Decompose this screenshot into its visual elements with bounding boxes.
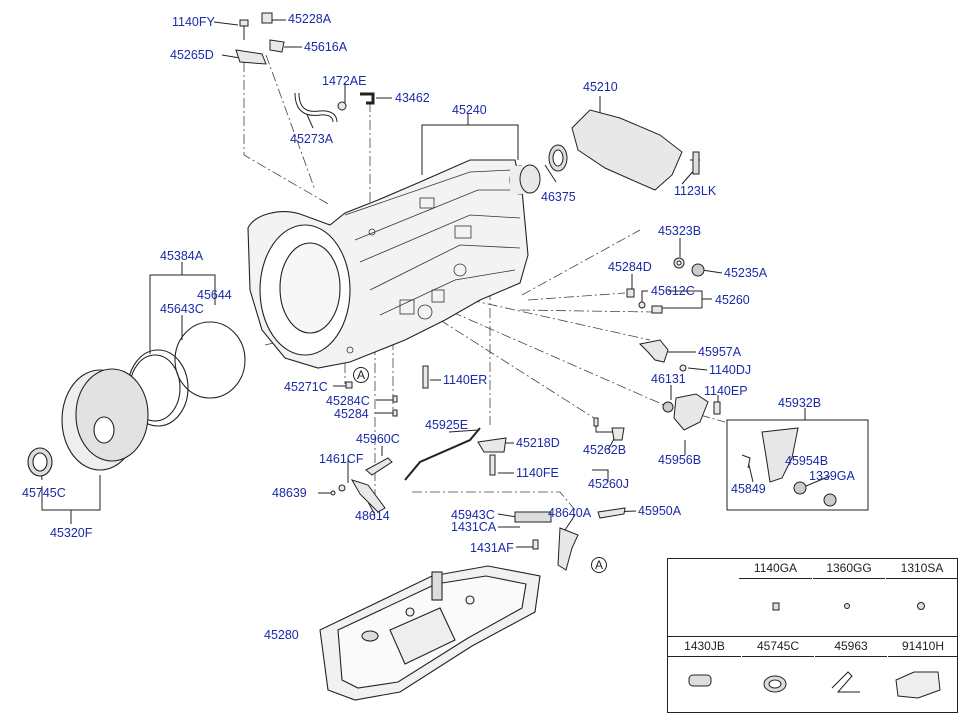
callout-45925E[interactable]: 45925E — [425, 418, 469, 432]
legend-part-number: 1140GA — [739, 559, 812, 579]
callout-45320F[interactable]: 45320F — [50, 526, 93, 540]
legend-part-number: 91410H — [888, 637, 958, 657]
legend-top-row: 1140GA 1360GG 1310SA — [738, 559, 958, 637]
reference-mark-a-lower: A — [591, 557, 607, 573]
callout-45284[interactable]: 45284 — [334, 407, 369, 421]
callout-45960C[interactable]: 45960C — [356, 432, 400, 446]
callout-45616A[interactable]: 45616A — [304, 40, 348, 54]
callout-1140FE[interactable]: 1140FE — [516, 466, 559, 480]
callout-45240[interactable]: 45240 — [452, 103, 487, 117]
callout-1123LK[interactable]: 1123LK — [674, 184, 717, 198]
standard-parts-legend: 1140GA 1360GG 1310SA 1430JB 45745C 45963… — [667, 558, 958, 713]
callout-45210[interactable]: 45210 — [583, 80, 618, 94]
callout-45260J[interactable]: 45260J — [588, 477, 630, 491]
callout-1339GA[interactable]: 1339GA — [809, 469, 855, 483]
callout-45228A[interactable]: 45228A — [288, 12, 332, 26]
callout-45950A[interactable]: 45950A — [638, 504, 682, 518]
reference-mark-a-upper: A — [353, 367, 369, 383]
bracket-group-box — [726, 419, 869, 511]
bushing-icon — [742, 657, 814, 713]
callout-1140FY[interactable]: 1140FY — [172, 15, 215, 29]
bolt-icon — [739, 579, 812, 635]
nut-icon — [886, 579, 958, 635]
callout-45265D[interactable]: 45265D — [170, 48, 214, 62]
callout-48614[interactable]: 48614 — [355, 509, 390, 523]
callout-45612C[interactable]: 45612C — [651, 284, 695, 298]
callout-45643C[interactable]: 45643C — [160, 302, 204, 316]
callout-1431CA[interactable]: 1431CA — [451, 520, 497, 534]
callout-45284D[interactable]: 45284D — [608, 260, 652, 274]
callout-1140EP[interactable]: 1140EP — [704, 384, 748, 398]
callout-48640A[interactable]: 48640A — [548, 506, 592, 520]
callout-45262B[interactable]: 45262B — [583, 443, 627, 457]
callout-45280[interactable]: 45280 — [264, 628, 299, 642]
legend-part-number: 1430JB — [668, 637, 741, 657]
callout-1140DJ[interactable]: 1140DJ — [709, 363, 752, 377]
callout-45323B[interactable]: 45323B — [658, 224, 702, 238]
callout-46131[interactable]: 46131 — [651, 372, 686, 386]
callout-45218D[interactable]: 45218D — [516, 436, 560, 450]
callout-45271C[interactable]: 45271C — [284, 380, 328, 394]
washer-icon — [813, 579, 885, 635]
callout-45273A[interactable]: 45273A — [290, 132, 334, 146]
callout-43462[interactable]: 43462 — [395, 91, 430, 105]
callout-45235A[interactable]: 45235A — [724, 266, 768, 280]
callout-45384A[interactable]: 45384A — [160, 249, 204, 263]
callout-1472AE[interactable]: 1472AE — [322, 74, 367, 88]
callout-45943C[interactable]: 45943C — [451, 508, 495, 522]
pin-icon — [668, 657, 741, 713]
legend-part-number: 45745C — [742, 637, 814, 657]
callout-45932B[interactable]: 45932B — [778, 396, 822, 410]
callout-45957A[interactable]: 45957A — [698, 345, 742, 359]
bracket-icon — [888, 657, 958, 713]
callout-45644[interactable]: 45644 — [197, 288, 232, 302]
callout-1461CF[interactable]: 1461CF — [319, 452, 364, 466]
callout-45745C[interactable]: 45745C — [22, 486, 66, 500]
callout-45284C[interactable]: 45284C — [326, 394, 370, 408]
clip-icon — [815, 657, 887, 713]
legend-part-number: 1310SA — [886, 559, 958, 579]
callout-46375[interactable]: 46375 — [541, 190, 576, 204]
callout-48639[interactable]: 48639 — [272, 486, 307, 500]
legend-part-number: 1360GG — [813, 559, 885, 579]
callout-1140ER[interactable]: 1140ER — [443, 373, 488, 387]
callout-45956B[interactable]: 45956B — [658, 453, 702, 467]
legend-part-number: 45963 — [815, 637, 887, 657]
callout-45954B[interactable]: 45954B — [785, 454, 829, 468]
callout-1431AF[interactable]: 1431AF — [470, 541, 514, 555]
legend-bottom-row: 1430JB 45745C 45963 91410H — [668, 636, 958, 714]
callout-45260[interactable]: 45260 — [715, 293, 750, 307]
callout-45849[interactable]: 45849 — [731, 482, 766, 496]
